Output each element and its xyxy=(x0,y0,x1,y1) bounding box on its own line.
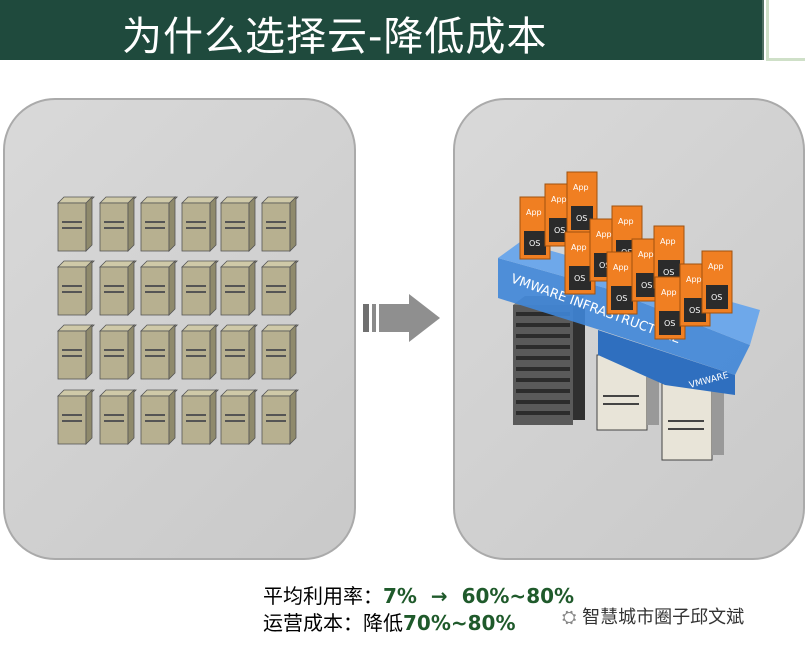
os-label: OS xyxy=(574,274,585,283)
server-tower-icon xyxy=(57,196,95,252)
right-arrow-icon xyxy=(363,294,440,342)
server-tower-icon xyxy=(261,389,299,445)
app-label: App xyxy=(708,262,724,271)
os-label: OS xyxy=(663,268,674,277)
app-os-stacks: AppOSAppOSAppOSAppOSAppOSAppOSAppOSAppOS… xyxy=(519,171,733,340)
app-label: App xyxy=(618,217,634,226)
cost-label: 运营成本： xyxy=(263,611,363,635)
server-tower-icon xyxy=(99,389,137,445)
os-label: OS xyxy=(554,226,565,235)
server-tower-icon xyxy=(140,389,178,445)
server-tower-icon xyxy=(220,389,258,445)
server-tower-icon xyxy=(220,324,258,380)
os-label: OS xyxy=(711,293,722,302)
app-label: App xyxy=(551,195,567,204)
watermark: ⛭ 智慧城市圈子邱文斌 xyxy=(562,603,744,629)
os-label: OS xyxy=(576,214,587,223)
cost-line: 运营成本：降低70%~80% xyxy=(263,607,516,636)
utilization-value: 7% → 60%~80% xyxy=(383,584,575,608)
server-grid xyxy=(57,196,299,445)
app-label: App xyxy=(686,275,702,284)
title-bar: 为什么选择云-降低成本 xyxy=(0,0,764,60)
page-title: 为什么选择云-降低成本 xyxy=(122,14,548,60)
app-label: App xyxy=(526,208,542,217)
os-label: OS xyxy=(616,294,627,303)
server-tower-icon xyxy=(57,324,95,380)
physical-servers-panel xyxy=(3,98,356,560)
os-label: OS xyxy=(529,239,540,248)
server-tower-icon xyxy=(99,196,137,252)
app-label: App xyxy=(661,288,677,297)
watermark-text: 智慧城市圈子邱文斌 xyxy=(582,607,745,628)
server-tower-icon xyxy=(261,324,299,380)
server-tower-icon xyxy=(261,260,299,316)
utilization-line: 平均利用率：7% → 60%~80% xyxy=(263,580,574,609)
os-label: OS xyxy=(689,306,700,315)
server-tower-icon xyxy=(181,324,219,380)
server-tower-icon xyxy=(99,260,137,316)
app-label: App xyxy=(596,230,612,239)
os-label: OS xyxy=(664,319,675,328)
server-tower-icon xyxy=(181,196,219,252)
server-tower-icon xyxy=(57,260,95,316)
server-tower-icon xyxy=(181,389,219,445)
app-label: App xyxy=(638,250,654,259)
title-decoration xyxy=(766,0,805,61)
cost-prefix: 降低 xyxy=(363,611,403,635)
server-tower-icon xyxy=(220,260,258,316)
app-label: App xyxy=(571,243,587,252)
app-label: App xyxy=(573,183,589,192)
utilization-label: 平均利用率： xyxy=(263,584,383,608)
server-tower-icon xyxy=(261,196,299,252)
server-tower-icon xyxy=(140,324,178,380)
app-label: App xyxy=(660,237,676,246)
app-label: App xyxy=(613,263,629,272)
cost-value: 70%~80% xyxy=(403,611,516,635)
os-label: OS xyxy=(641,281,652,290)
server-tower-icon xyxy=(57,389,95,445)
server-tower-icon xyxy=(181,260,219,316)
server-tower-icon xyxy=(220,196,258,252)
server-tower-icon xyxy=(99,324,137,380)
os-label: OS xyxy=(599,261,610,270)
wechat-icon: ⛭ xyxy=(562,607,577,628)
server-tower-icon xyxy=(140,196,178,252)
server-tower-icon xyxy=(140,260,178,316)
